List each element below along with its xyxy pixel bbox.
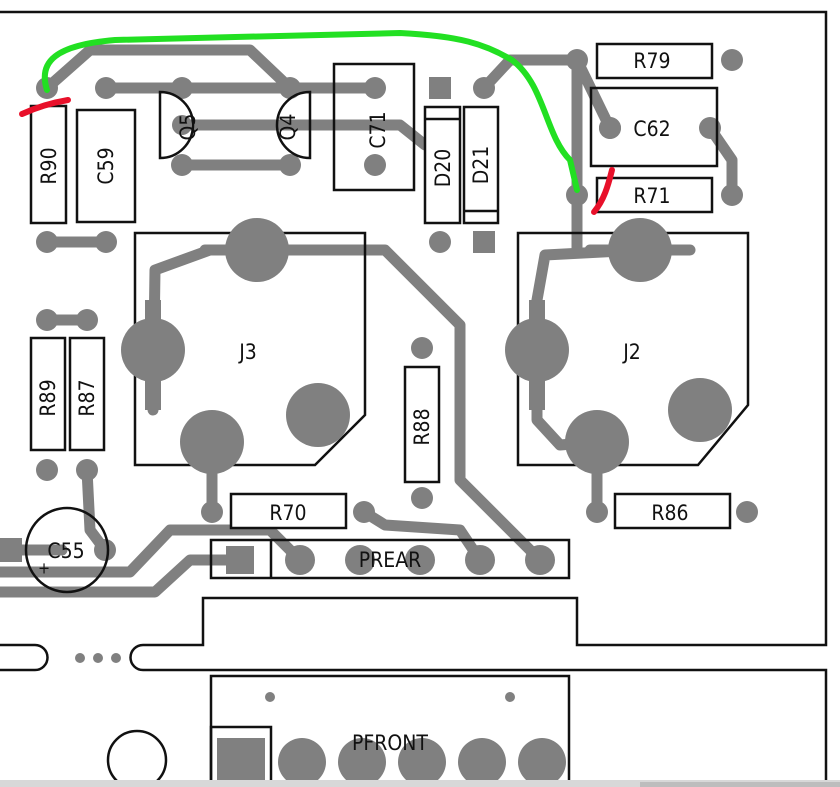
label-pfront: PFRONT [352,731,428,755]
label-q4: Q4 [276,114,300,141]
label-r88: R88 [410,408,434,445]
label-r90: R90 [37,147,61,184]
pads [0,49,758,562]
cut-mark-r71 [591,167,615,215]
component-j3[interactable]: J3 [121,218,367,474]
label-r70: R70 [269,501,306,525]
component-r70[interactable]: R70 [229,492,348,530]
component-r89[interactable]: R89 [29,336,67,452]
component-d21[interactable]: D21 [462,105,500,225]
mounting-hole [106,729,168,787]
polarity-mark: + [38,559,50,578]
label-j3: J3 [238,340,257,364]
component-r88[interactable]: R88 [403,365,441,484]
horizontal-scrollbar[interactable] [640,782,840,787]
component-d20[interactable]: D20 [423,105,462,225]
component-q5[interactable]: Q5 [158,90,200,160]
cut-mark-r90 [19,97,71,117]
component-r90[interactable]: R90 [29,104,68,225]
component-c71[interactable]: C71 [332,62,416,192]
label-r87: R87 [75,379,99,416]
component-j2[interactable]: J2 [505,218,750,474]
label-c71: C71 [366,111,390,148]
label-c62: C62 [633,117,670,141]
component-r87[interactable]: R87 [68,336,106,452]
label-d21: D21 [469,146,493,185]
connector-prear[interactable]: PREAR [209,538,571,580]
label-prear: PREAR [359,548,422,572]
component-c59[interactable]: C59 [75,108,137,224]
component-r79[interactable]: R79 [595,42,714,80]
label-c59: C59 [94,147,118,184]
jumper-wire [41,29,580,193]
component-c62[interactable]: C62 [589,86,719,168]
label-q5: Q5 [176,114,200,141]
label-d20: D20 [431,149,455,188]
label-j2: J2 [622,340,641,364]
connector-pfront[interactable]: PFRONT [209,674,571,787]
status-bar [0,780,840,787]
component-c55[interactable]: C55 + [24,506,110,594]
component-q4[interactable]: Q4 [275,90,312,160]
component-r86[interactable]: R86 [613,492,732,530]
label-r86: R86 [651,501,688,525]
board-outline [0,10,828,787]
component-r71[interactable]: R71 [595,176,714,214]
label-r79: R79 [633,49,670,73]
label-r89: R89 [36,379,60,416]
label-r71: R71 [633,184,670,208]
label-c55: C55 [47,539,84,563]
